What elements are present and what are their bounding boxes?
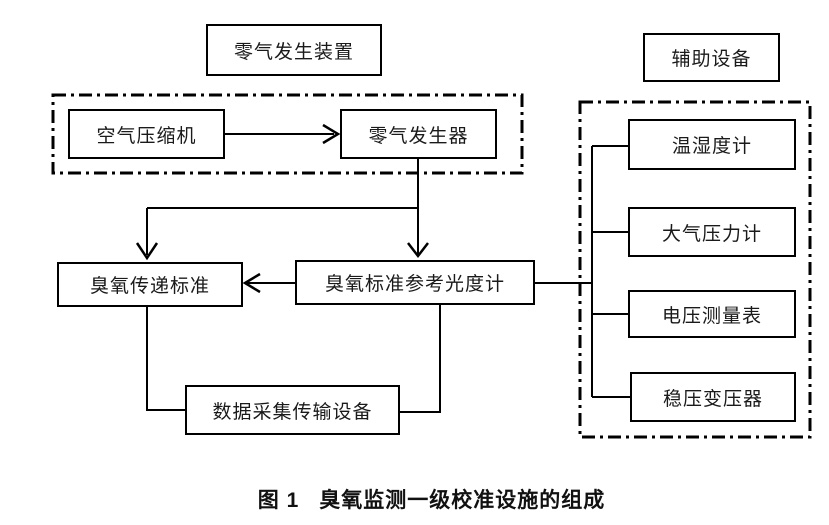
node-voltage-meter: 电压测量表 [628,290,796,338]
photometer-to-daq-line [400,305,441,413]
group-label-auxiliary-equipment: 辅助设备 [643,33,780,82]
arrowhead-down-right-icon [407,242,429,259]
node-air-compressor: 空气压缩机 [68,109,225,159]
figure-caption-title: 臭氧监测一级校准设施的组成 [319,489,606,512]
auxiliary-group-container [578,100,812,439]
node-thermo-hygrometer: 温湿度计 [628,119,796,170]
figure-caption: 图 1 臭氧监测一级校准设施的组成 [0,484,829,514]
node-barometric-pressure-meter: 大气压力计 [628,207,796,257]
node-ozone-transfer-standard: 臭氧传递标准 [57,262,243,307]
arrowhead-down-left-icon [135,242,159,261]
zero-gas-group-container [51,93,524,175]
node-data-acquisition-transmission: 数据采集传输设备 [185,385,400,435]
group-label-zero-gas-device: 零气发生装置 [206,24,382,76]
figure-caption-number: 图 1 [257,489,300,512]
node-zero-gas-generator: 零气发生器 [340,109,497,159]
node-ozone-standard-reference-photometer: 臭氧标准参考光度计 [295,260,535,305]
transfer-to-daq-line [146,307,185,411]
arrowhead-right-icon [322,123,341,145]
node-voltage-stabilizing-transformer: 稳压变压器 [630,372,796,422]
arrowhead-left-icon [242,272,261,294]
